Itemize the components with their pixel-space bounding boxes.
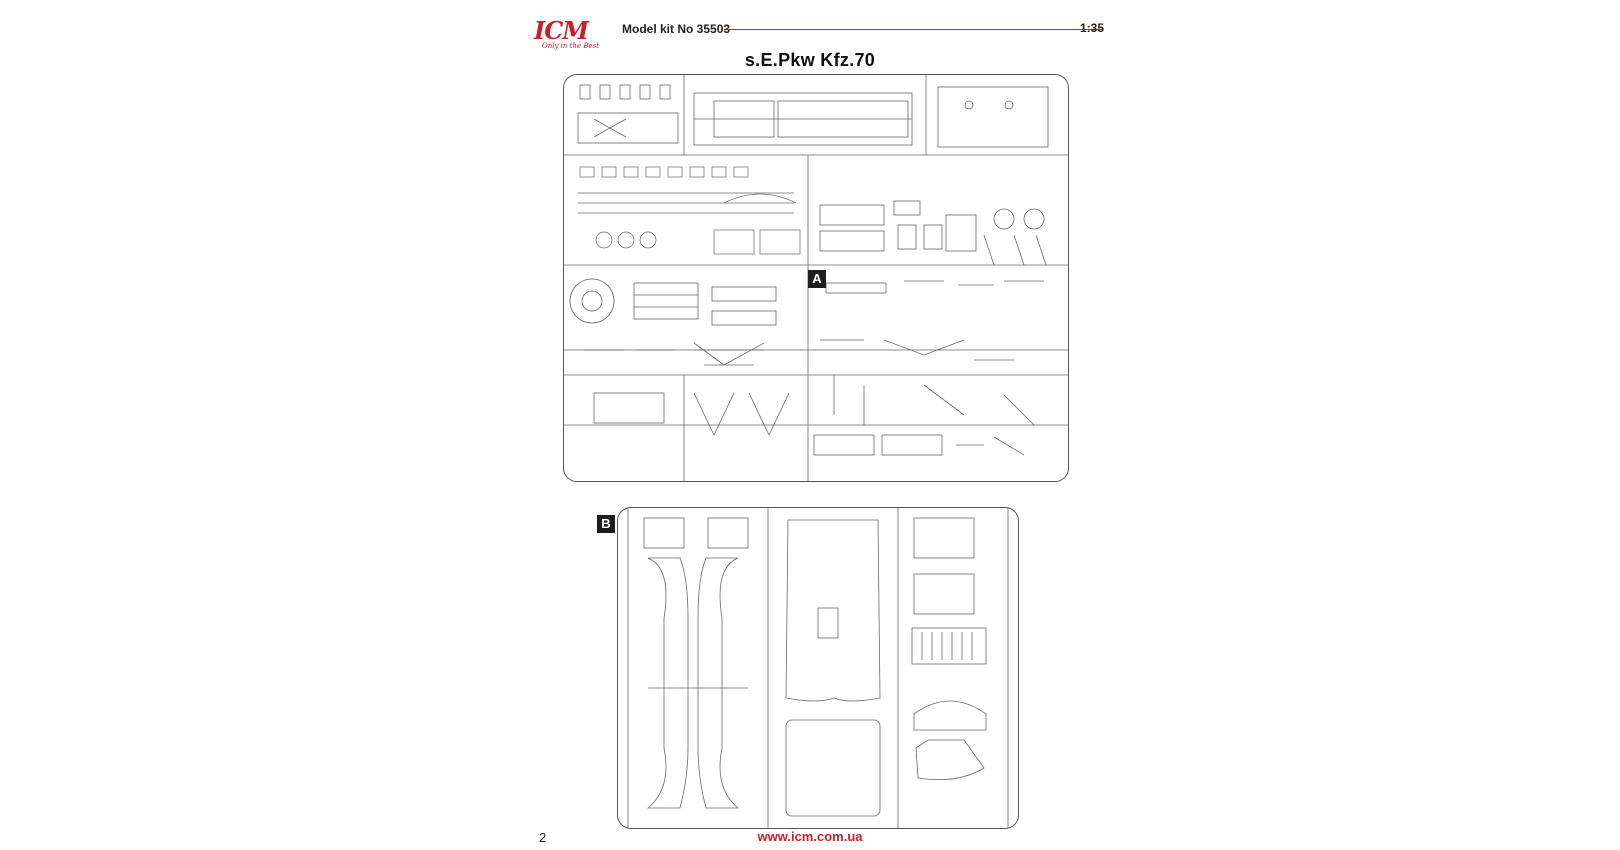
logo-tagline: Only in the Best	[542, 42, 600, 50]
logo-text: ICM	[534, 16, 589, 45]
page-number: 2	[539, 830, 547, 845]
kit-number-label: Model kit No 35503	[622, 22, 731, 36]
website-link[interactable]: www.icm.com.ua	[757, 829, 863, 844]
header-divider	[724, 29, 1102, 30]
scale-label: 1:35	[1080, 21, 1105, 35]
page-title: s.E.Pkw Kfz.70	[744, 50, 876, 70]
sprue-b-badge: B	[597, 515, 615, 533]
sprue-a-badge: A	[808, 270, 826, 288]
sprue-b-frame	[617, 507, 1019, 829]
icm-logo: ICM Only in the Best	[530, 16, 612, 52]
sprue-b-parts-drawing	[627, 508, 1009, 828]
page-header: ICM Only in the Best Model kit No 35503 …	[530, 14, 1104, 52]
sprue-a-parts-drawing	[564, 75, 1068, 481]
